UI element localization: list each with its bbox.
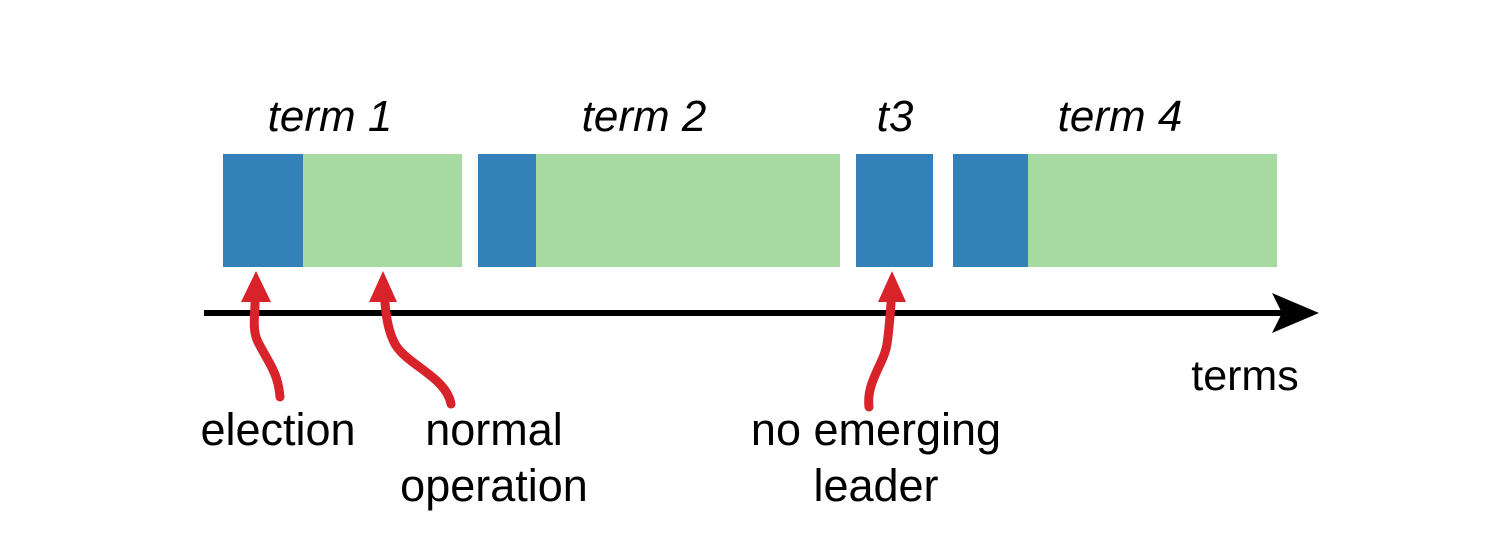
term-1-election-segment <box>223 154 303 267</box>
normal-operation-pointer-curve <box>380 298 456 409</box>
term-2-normal-operation-segment <box>536 154 840 267</box>
axis-label-terms: terms <box>1191 352 1299 400</box>
term-2-election-segment <box>478 154 536 267</box>
election-pointer-arrowhead-icon <box>241 271 271 302</box>
no-emerging-leader-pointer-curve <box>864 298 896 412</box>
annotation-no-emerging-leader-line1: no emerging <box>750 404 1002 455</box>
term-2-label: term 2 <box>581 92 707 141</box>
term-3-election-segment <box>856 154 933 267</box>
term-4-election-segment <box>953 154 1028 267</box>
no-emerging-leader-pointer-arrowhead-icon <box>878 271 906 302</box>
normal-operation-pointer-arrowhead-icon <box>369 271 397 302</box>
annotation-election: election <box>200 402 355 458</box>
term-3-label: t3 <box>876 92 914 141</box>
annotation-normal-operation-line1: normal <box>425 404 563 455</box>
annotation-no-emerging-leader-line2: leader <box>813 460 939 511</box>
timeline-axis-arrowhead-icon <box>1272 293 1319 333</box>
annotation-no-emerging-leader: no emerging leader <box>751 402 1001 514</box>
term-4-label: term 4 <box>1057 92 1183 141</box>
election-pointer-curve <box>249 298 285 402</box>
annotation-normal-operation-line2: operation <box>400 460 588 511</box>
annotation-normal-operation: normal operation <box>400 402 588 514</box>
term-4-normal-operation-segment <box>1028 154 1277 267</box>
annotation-election-label: election <box>200 404 356 455</box>
term-1-label: term 1 <box>267 92 393 141</box>
term-1-normal-operation-segment <box>303 154 462 267</box>
